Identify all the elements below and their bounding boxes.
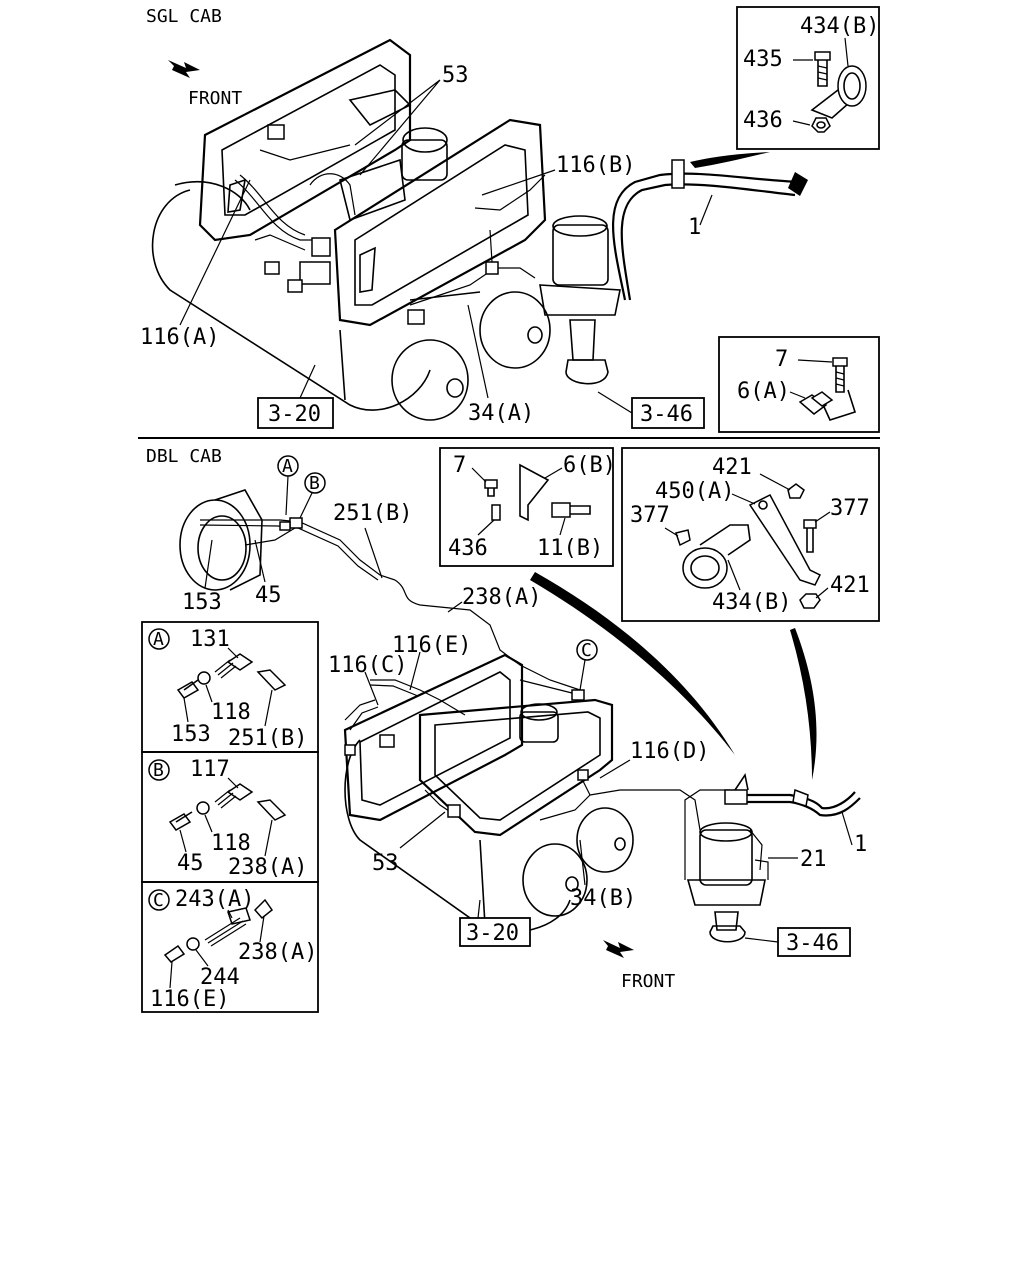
detail-c-circle	[148, 889, 170, 911]
ref-3-46-top: 3-46	[640, 402, 693, 427]
inset-bracket-6a	[718, 336, 880, 433]
ref-box-3-20-top[interactable]	[257, 397, 334, 429]
bracket-bolt-icon	[798, 357, 857, 421]
bracket-6b-icon	[484, 463, 591, 522]
label-421-a: 421	[712, 455, 752, 480]
label-1-top: 1	[688, 215, 701, 240]
section-title-dbl-cab: DBL CAB	[146, 446, 222, 467]
label-6a: 6(A)	[737, 379, 790, 404]
callout-arrow-right	[790, 628, 817, 780]
label-116d: 116(D)	[630, 739, 709, 764]
label-421-b: 421	[830, 573, 870, 598]
detail-c-label-116e: 116(E)	[150, 987, 229, 1012]
detail-c-label-238a: 238(A)	[238, 940, 317, 965]
front-arrow-bottom-icon	[603, 940, 634, 958]
label-436-mid: 436	[448, 536, 488, 561]
callout-letter-a: A	[282, 456, 293, 477]
label-1-bottom: 1	[854, 832, 867, 857]
clamp-bolt-icon	[810, 51, 867, 133]
dbl-cab-assembly	[343, 653, 861, 943]
callout-circle-b[interactable]	[304, 472, 326, 494]
detail-a-fittings-icon	[176, 653, 287, 699]
label-436-top: 436	[743, 108, 783, 133]
detail-c-letter: C	[153, 890, 164, 911]
bracket-450a-icon	[675, 483, 822, 609]
ref-box-3-46-bottom[interactable]	[777, 927, 851, 957]
label-251b-top: 251(B)	[333, 501, 412, 526]
label-377-left: 377	[630, 503, 670, 528]
inset-434b-clamp	[736, 6, 880, 150]
label-53-bottom: 53	[372, 851, 399, 876]
sgl-cab-assembly	[151, 38, 808, 421]
detail-b-letter: B	[153, 760, 164, 781]
label-450a: 450(A)	[655, 479, 734, 504]
label-377-right: 377	[830, 496, 870, 521]
label-45-top: 45	[255, 583, 282, 608]
label-34b: 34(B)	[570, 886, 636, 911]
detail-a-letter: A	[153, 629, 164, 650]
detail-c-label-243a: 243(A)	[175, 887, 254, 912]
ref-3-46-bottom: 3-46	[786, 931, 839, 956]
detail-c-fittings-icon	[163, 898, 274, 963]
label-153-top: 153	[182, 590, 222, 615]
callout-letter-c: C	[581, 640, 592, 661]
label-434b-top: 434(B)	[800, 14, 879, 39]
label-116a: 116(A)	[140, 325, 219, 350]
front-label-top: FRONT	[188, 88, 242, 109]
callout-circle-c[interactable]	[576, 639, 598, 661]
ref-3-20-bottom: 3-20	[466, 921, 519, 946]
ref-3-20-top: 3-20	[268, 402, 321, 427]
front-arrow-icon	[168, 60, 200, 78]
label-116b: 116(B)	[556, 153, 635, 178]
detail-b-fittings-icon	[168, 783, 287, 831]
detail-c-label-244: 244	[200, 965, 240, 990]
detail-box-c	[141, 881, 319, 1013]
detail-a-label-118: 118	[211, 700, 251, 725]
detail-a-circle	[148, 628, 170, 650]
front-label-bottom: FRONT	[621, 971, 675, 992]
label-53-top: 53	[442, 63, 469, 88]
label-116c: 116(C)	[328, 653, 407, 678]
detail-a-label-251b: 251(B)	[228, 726, 307, 751]
detail-b-label-117: 117	[190, 757, 230, 782]
label-116e: 116(E)	[392, 633, 471, 658]
inset-bracket-450a	[621, 447, 880, 622]
detail-b-label-238a: 238(A)	[228, 855, 307, 880]
label-6b: 6(B)	[563, 453, 616, 478]
ref-box-3-20-bottom[interactable]	[459, 917, 531, 947]
label-11b: 11(B)	[537, 536, 603, 561]
callout-letter-b: B	[309, 473, 320, 494]
detail-b-circle	[148, 759, 170, 781]
label-435: 435	[743, 47, 783, 72]
ref-box-3-46-top[interactable]	[631, 397, 705, 429]
detail-a-label-153: 153	[171, 722, 211, 747]
detail-a-label-131: 131	[190, 627, 230, 652]
section-title-sgl-cab: SGL CAB	[146, 6, 222, 27]
label-34a: 34(A)	[468, 401, 534, 426]
label-7-top: 7	[775, 347, 788, 372]
inset-bracket-6b	[439, 447, 614, 567]
detail-b-label-45: 45	[177, 851, 204, 876]
label-7-mid: 7	[453, 453, 466, 478]
label-434b-mid: 434(B)	[712, 590, 791, 615]
callout-arrow-left	[530, 572, 735, 755]
label-21: 21	[800, 847, 827, 872]
detail-b-label-118: 118	[211, 831, 251, 856]
label-238a-top: 238(A)	[462, 585, 541, 610]
